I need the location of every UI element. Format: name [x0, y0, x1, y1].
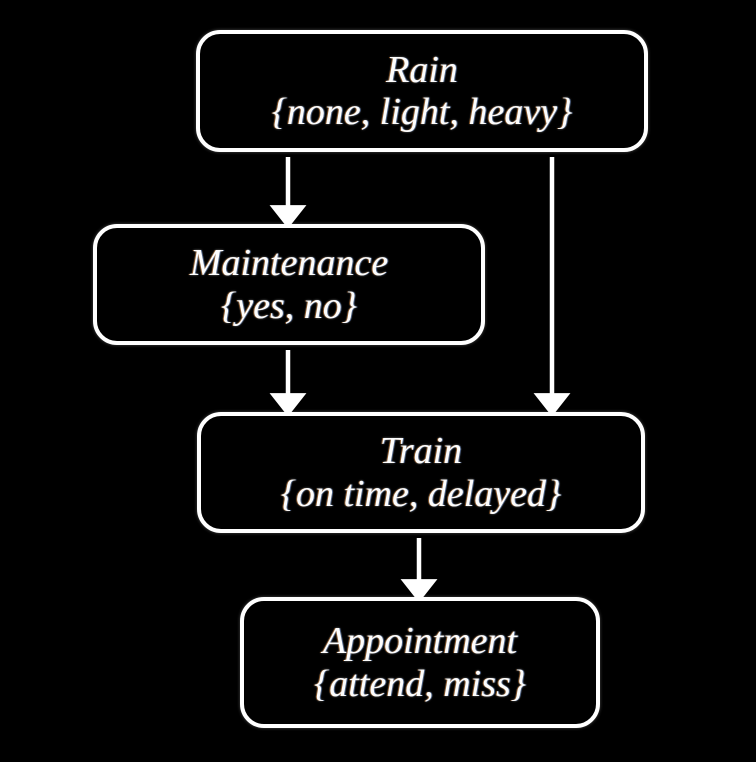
node-appointment[interactable]: Appointment {attend, miss} [240, 597, 600, 728]
node-rain-states: {none, light, heavy} [271, 91, 573, 133]
node-rain[interactable]: Rain {none, light, heavy} [196, 30, 648, 152]
node-train[interactable]: Train {on time, delayed} [197, 412, 645, 533]
node-train-label: Train [379, 430, 463, 473]
node-maintenance-label: Maintenance [189, 242, 389, 285]
node-rain-label: Rain [386, 48, 458, 91]
node-appointment-label: Appointment [322, 620, 518, 663]
node-maintenance-states: {yes, no} [221, 284, 357, 327]
node-appointment-states: {attend, miss} [314, 662, 526, 705]
node-train-states: {on time, delayed} [280, 472, 562, 515]
node-maintenance[interactable]: Maintenance {yes, no} [93, 224, 485, 345]
